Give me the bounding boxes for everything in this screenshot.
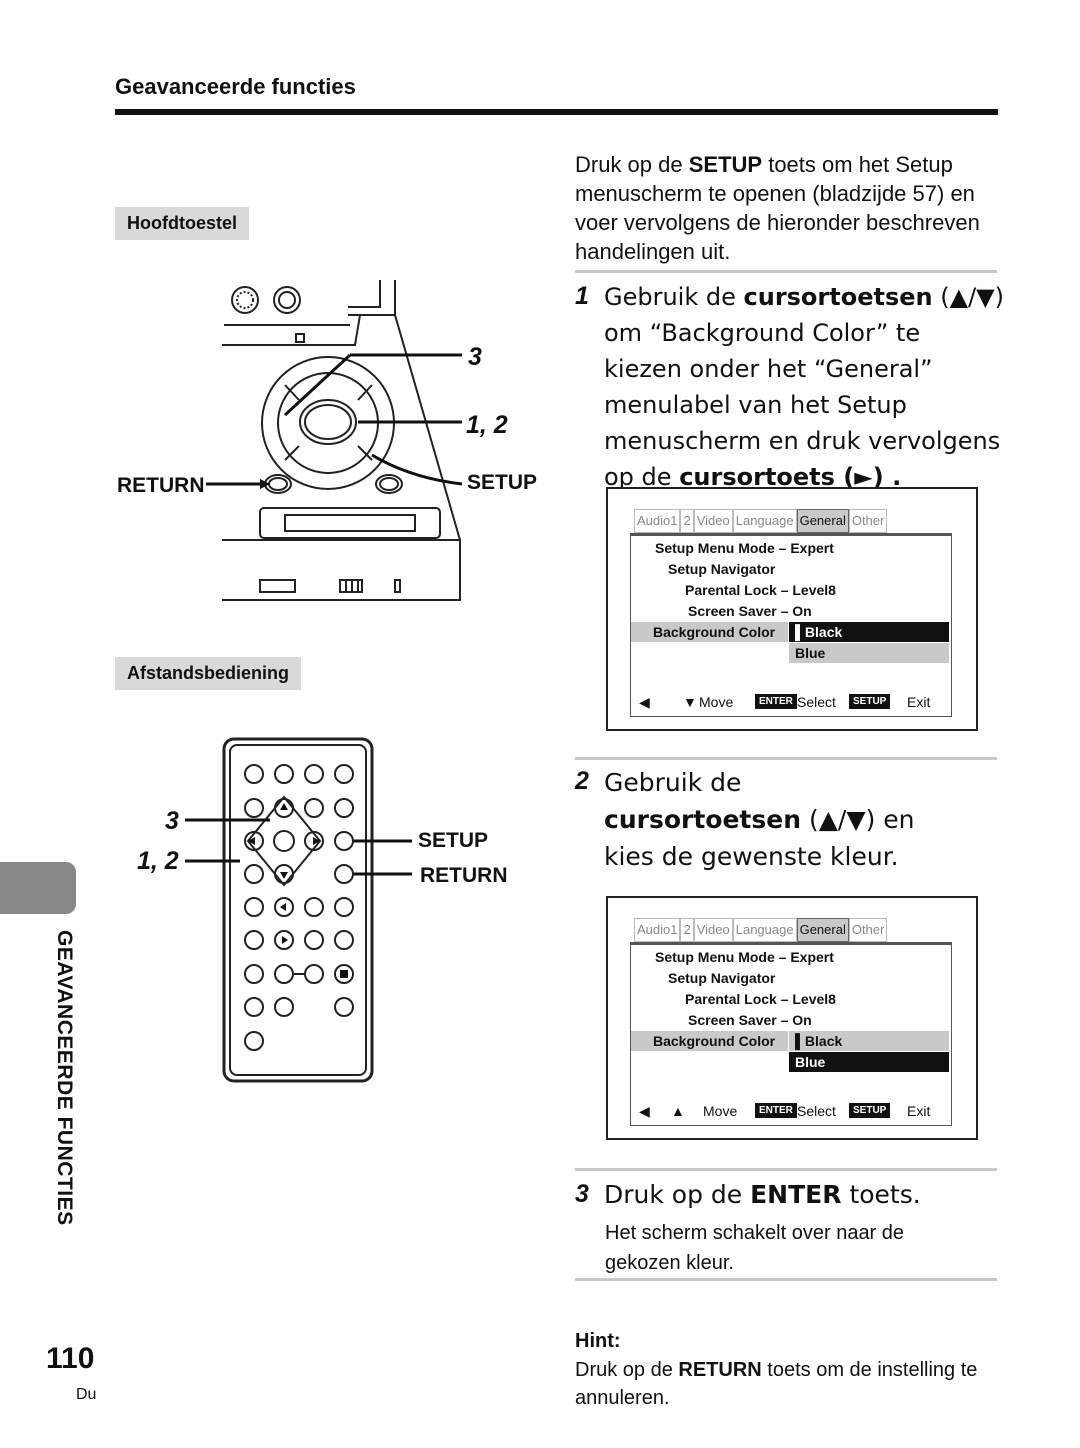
select-label: Select bbox=[797, 694, 836, 710]
title-rule bbox=[115, 109, 998, 115]
language-code: Du bbox=[76, 1386, 97, 1403]
setup-menu-screen-2: Audio1 2 Video Language General Other Se… bbox=[606, 896, 978, 1140]
divider bbox=[575, 1278, 997, 1281]
tab-video: Video bbox=[693, 509, 733, 533]
option-blue: Blue bbox=[789, 1052, 949, 1072]
option-black: ▌Black bbox=[789, 622, 949, 642]
step-1-number: 1 bbox=[575, 282, 589, 310]
page-number: 110 bbox=[46, 1342, 95, 1375]
fig2-step-3: 3 bbox=[165, 807, 179, 835]
tab-2: 2 bbox=[680, 509, 694, 533]
bg-color-row bbox=[631, 622, 788, 642]
menu-line-parental: Parental Lock – Level8 bbox=[685, 991, 836, 1007]
section-title: Geavanceerde functies bbox=[115, 74, 356, 99]
exit-label: Exit bbox=[907, 1103, 931, 1119]
tab-video: Video bbox=[693, 918, 733, 942]
fig1-return-label: RETURN bbox=[117, 474, 205, 497]
tab-general: General bbox=[796, 509, 849, 533]
menu-line-navigator: Setup Navigator bbox=[668, 561, 776, 577]
fig2-setup-label: SETUP bbox=[418, 829, 489, 852]
left-arrow-icon: ◀ bbox=[639, 1103, 650, 1119]
move-label: Move bbox=[699, 694, 734, 710]
setup-menu-screen-1: Audio1 2 Video Language General Other Se… bbox=[606, 487, 978, 731]
menu-line-screensaver: Screen Saver – On bbox=[688, 603, 812, 619]
step-3-subtext: Het scherm schakelt over naar de gekozen… bbox=[605, 1222, 905, 1274]
divider bbox=[575, 1168, 997, 1171]
step-1-text: Gebruik de cursortoetsen (▲/▼) om “Backg… bbox=[604, 283, 1004, 491]
hint-title: Hint: bbox=[575, 1330, 621, 1352]
up-arrow-icon: ▲ bbox=[671, 1103, 685, 1119]
menu-line-parental: Parental Lock – Level8 bbox=[685, 582, 836, 598]
fig1-setup-label: SETUP bbox=[467, 471, 538, 494]
menu-tabs: Audio1 2 Video Language General Other bbox=[634, 509, 888, 533]
bg-color-label: Background Color bbox=[653, 624, 776, 640]
tab-audio1: Audio1 bbox=[634, 509, 681, 533]
tab-other: Other bbox=[848, 509, 888, 533]
option-blue: Blue bbox=[789, 643, 949, 663]
tab-general: General bbox=[796, 918, 849, 942]
select-label: Select bbox=[797, 1103, 836, 1119]
step-2-number: 2 bbox=[575, 767, 589, 795]
menu-line-screensaver: Screen Saver – On bbox=[688, 1012, 812, 1028]
menu-bottom-bar: ◀ ▲ Move ENTER Select SETUP Exit bbox=[633, 1101, 947, 1123]
fig2-return-label: RETURN bbox=[420, 864, 508, 887]
menu-line-mode: Setup Menu Mode – Expert bbox=[655, 540, 834, 556]
tab-audio1: Audio1 bbox=[634, 918, 681, 942]
fig2-step-12: 1, 2 bbox=[137, 847, 179, 875]
menu-line-navigator: Setup Navigator bbox=[668, 970, 776, 986]
setup-key-icon: SETUP bbox=[849, 1103, 891, 1118]
tab-2: 2 bbox=[680, 918, 694, 942]
main-unit-figure bbox=[206, 280, 463, 601]
main-unit-label: Hoofdtoestel bbox=[115, 207, 249, 240]
menu-panel: Setup Menu Mode – Expert Setup Navigator… bbox=[630, 942, 952, 1126]
tab-language: Language bbox=[732, 918, 797, 942]
enter-key-icon: ENTER bbox=[755, 694, 797, 709]
fig1-step-3: 3 bbox=[468, 343, 482, 371]
down-arrow-icon: ▼ bbox=[683, 694, 697, 710]
exit-label: Exit bbox=[907, 694, 931, 710]
menu-line-mode: Setup Menu Mode – Expert bbox=[655, 949, 834, 965]
menu-tabs: Audio1 2 Video Language General Other bbox=[634, 918, 888, 942]
chapter-tab bbox=[0, 862, 76, 914]
remote-label: Afstandsbediening bbox=[115, 657, 302, 690]
enter-key-icon: ENTER bbox=[755, 1103, 797, 1118]
setup-key-icon: SETUP bbox=[849, 694, 891, 709]
tab-other: Other bbox=[848, 918, 888, 942]
chapter-side-label: GEAVANCEERDE FUNCTIES bbox=[53, 930, 76, 1226]
remote-figure bbox=[185, 737, 412, 1083]
hint-text: Druk op de RETURN toets om de instelling… bbox=[575, 1359, 978, 1409]
bg-color-row bbox=[631, 1031, 788, 1051]
option-black: ▌Black bbox=[789, 1031, 949, 1051]
divider bbox=[575, 270, 997, 273]
tab-language: Language bbox=[732, 509, 797, 533]
step-3-text: Druk op de ENTER toets. bbox=[604, 1180, 921, 1209]
divider bbox=[575, 757, 997, 760]
step-2-text: Gebruik de cursortoetsen (▲/▼) en kies d… bbox=[604, 768, 915, 871]
menu-bottom-bar: ◀ ▼ Move ENTER Select SETUP Exit bbox=[633, 692, 947, 714]
fig1-step-12: 1, 2 bbox=[466, 411, 508, 439]
move-label: Move bbox=[703, 1103, 738, 1119]
left-arrow-icon: ◀ bbox=[639, 694, 650, 710]
menu-panel: Setup Menu Mode – Expert Setup Navigator… bbox=[630, 533, 952, 717]
bg-color-label: Background Color bbox=[653, 1033, 776, 1049]
intro-paragraph: Druk op de SETUP toets om het Setup menu… bbox=[575, 152, 980, 264]
step-3-number: 3 bbox=[575, 1180, 589, 1208]
